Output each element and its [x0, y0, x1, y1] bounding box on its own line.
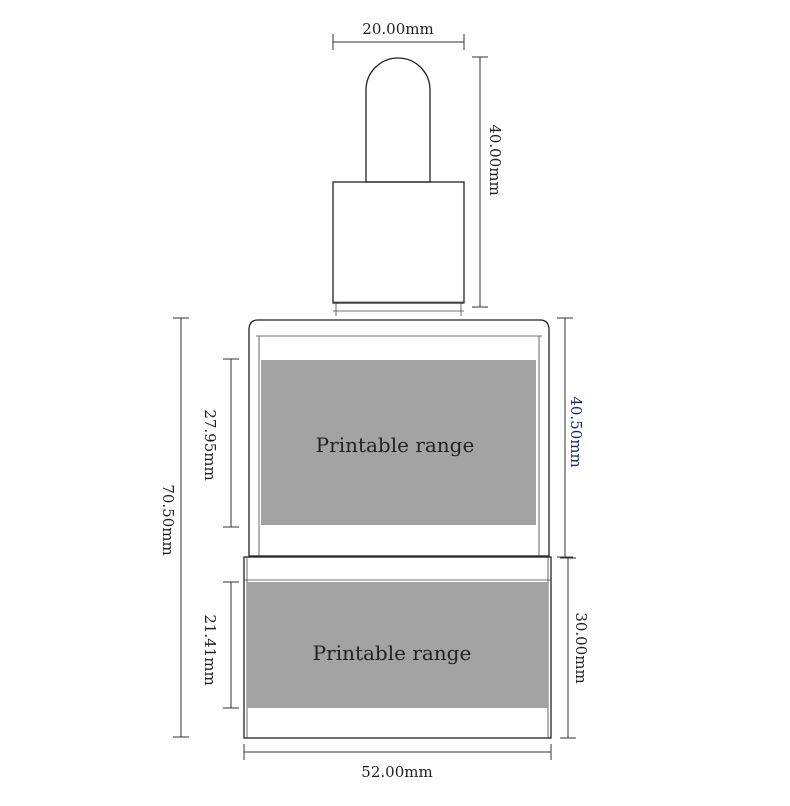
dim-dropper-width: 20.00mm	[332, 20, 465, 50]
dim-upper-print-height: 27.95mm	[201, 358, 239, 528]
dim-upper-body-height: 40.50mm	[557, 317, 585, 558]
svg-text:52.00mm: 52.00mm	[361, 763, 432, 781]
dropper-collar	[332, 181, 465, 304]
bottle-base	[243, 556, 552, 739]
svg-text:40.50mm: 40.50mm	[567, 396, 585, 467]
dim-base-print-height: 21.41mm	[201, 581, 239, 709]
svg-text:30.00mm: 30.00mm	[572, 612, 590, 683]
svg-text:27.95mm: 27.95mm	[201, 409, 219, 480]
dim-base-height: 30.00mm	[560, 557, 590, 739]
upper-printable-label: Printable range	[316, 433, 475, 457]
dim-dropper-height: 40.00mm	[472, 56, 504, 308]
dim-total-height: 70.50mm	[159, 317, 189, 738]
svg-text:40.00mm: 40.00mm	[486, 124, 504, 195]
lower-printable-area	[247, 582, 548, 708]
svg-text:20.00mm: 20.00mm	[362, 20, 433, 38]
svg-text:21.41mm: 21.41mm	[201, 614, 219, 685]
dim-base-width: 52.00mm	[243, 744, 552, 781]
lower-printable-label: Printable range	[313, 641, 472, 665]
svg-text:70.50mm: 70.50mm	[159, 484, 177, 555]
bottle-upper-body	[248, 319, 550, 557]
dropper-bulb	[365, 57, 431, 183]
upper-printable-area	[261, 360, 536, 525]
